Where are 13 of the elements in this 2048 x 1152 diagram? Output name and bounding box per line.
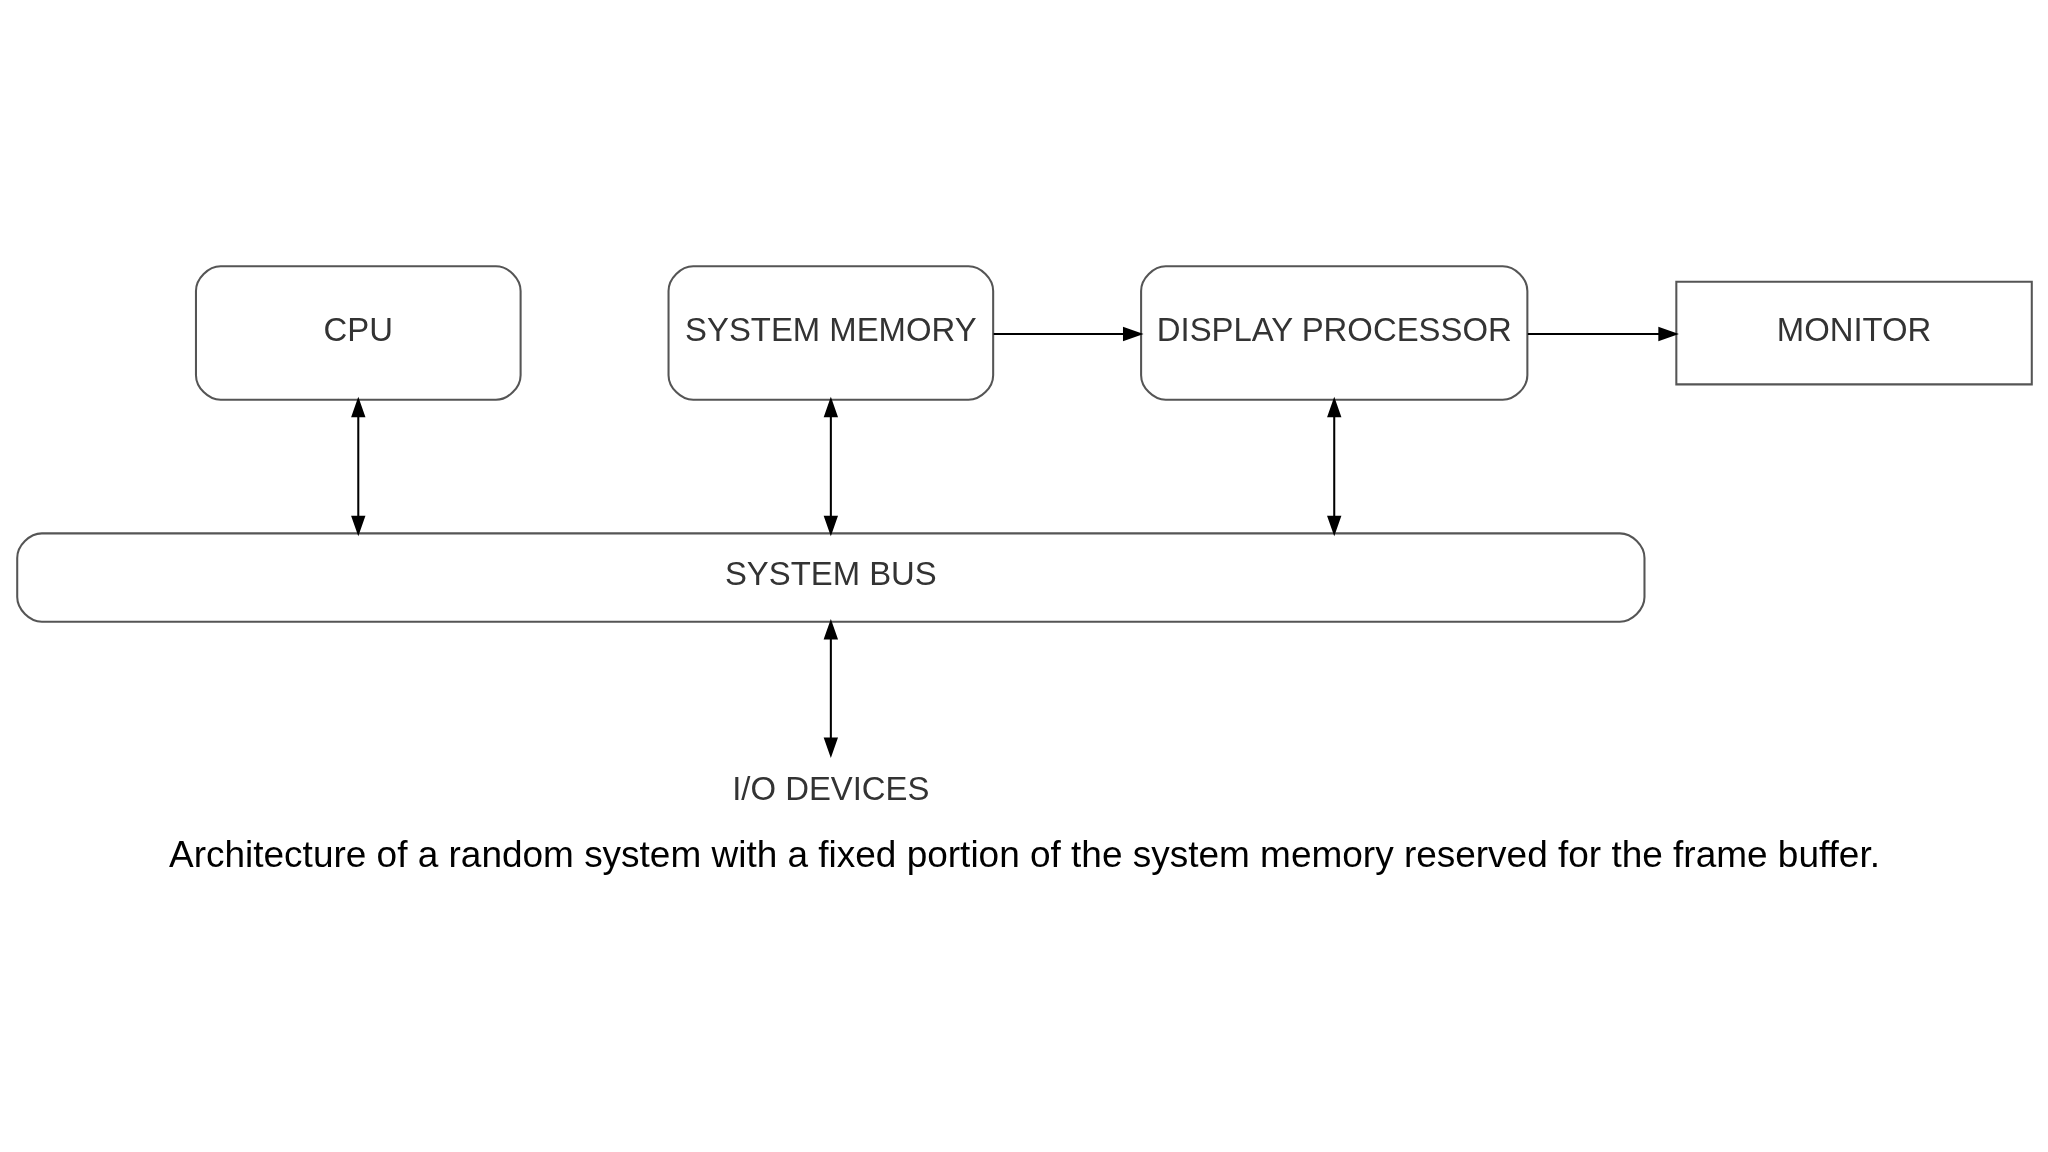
arrow — [823, 396, 838, 536]
node-text: I/O DEVICES — [731, 769, 929, 807]
node-box: CPU — [194, 264, 522, 401]
node-box: SYSTEM BUS — [15, 531, 1645, 623]
arrow — [1326, 396, 1341, 536]
arrow — [350, 396, 365, 536]
node-box: MONITOR — [1674, 280, 2033, 385]
arrow — [1527, 326, 1679, 341]
node-box: SYSTEM MEMORY — [667, 264, 994, 401]
arrow — [993, 326, 1144, 341]
caption: Architecture of a random system with a fixed portion of the system memory reserved for the frame buffer. — [168, 833, 1880, 875]
node-box: DISPLAY PROCESSOR — [1139, 264, 1528, 401]
arrow — [823, 618, 838, 758]
